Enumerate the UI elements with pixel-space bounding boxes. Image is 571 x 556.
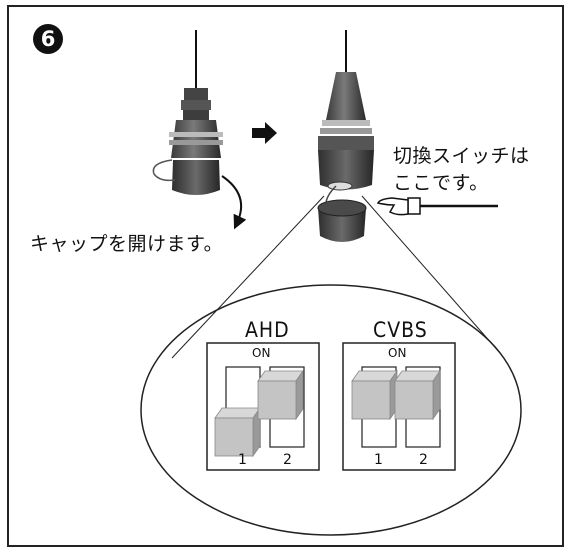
zoom-line-right	[361, 195, 501, 354]
magnified-view	[140, 284, 522, 536]
zoom-line-left	[171, 195, 325, 359]
cvbs-switch-1-number: 1	[374, 452, 383, 468]
cvbs-switch-1-knob	[351, 369, 398, 421]
right-arrow	[252, 122, 277, 144]
ahd-switch-1-number: 1	[238, 452, 247, 468]
ahd-dip-switch	[206, 342, 320, 471]
switch-location-label-line2: ここです。	[393, 172, 489, 194]
connector-closed	[152, 30, 223, 195]
ahd-on-label: ON	[252, 346, 271, 360]
step-number-badge: 6	[33, 24, 63, 54]
ahd-switch-2-knob	[257, 369, 304, 421]
cvbs-switch-2-knob	[394, 369, 441, 421]
cvbs-on-label: ON	[388, 346, 407, 360]
ahd-switch-2-number: 2	[283, 452, 292, 468]
ahd-switch-1-knob	[214, 406, 261, 458]
open-cap-label: キャップを開けます。	[30, 233, 224, 255]
cvbs-switch-2-number: 2	[419, 452, 428, 468]
open-cap-arrow	[221, 175, 247, 230]
cvbs-mode-title: CVBS	[373, 318, 428, 342]
switch-location-label-line1: 切換スイッチは	[393, 145, 530, 167]
pointing-hand-icon	[376, 197, 498, 216]
cvbs-dip-switch	[342, 342, 456, 471]
outer-frame	[7, 5, 564, 547]
connector-open	[317, 30, 374, 242]
ahd-mode-title: AHD	[245, 318, 290, 342]
